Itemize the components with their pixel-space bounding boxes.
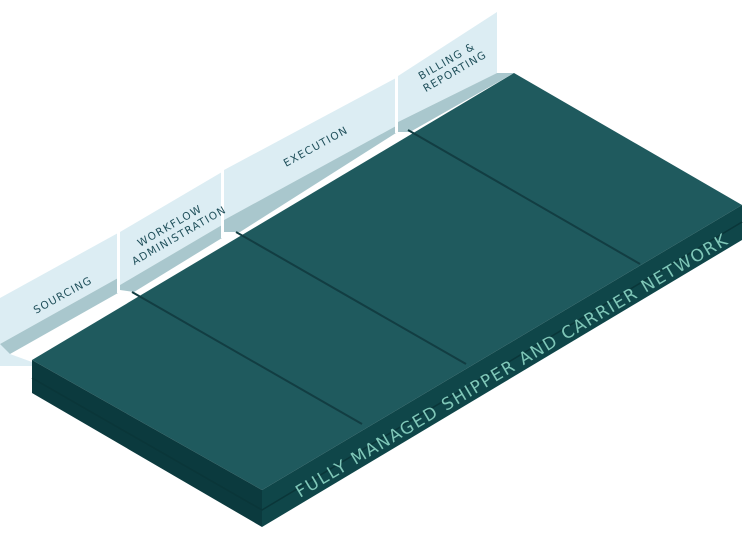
panel-billing-shadow — [398, 73, 514, 132]
panel-workflow — [120, 172, 222, 285]
platform — [31, 73, 743, 527]
panel-billing — [398, 12, 497, 122]
divider-3 — [407, 129, 641, 265]
platform-top — [32, 73, 742, 490]
panel-sourcing-shadow — [0, 278, 118, 354]
panel-sourcing — [0, 233, 118, 344]
back-panels — [0, 12, 514, 366]
divider-1 — [131, 291, 363, 425]
panel-sourcing-lower — [0, 344, 32, 366]
panel-execution-shadow — [224, 126, 396, 232]
divider-2 — [235, 231, 467, 365]
panel-execution — [224, 78, 396, 220]
panel-workflow-shadow — [120, 225, 222, 292]
